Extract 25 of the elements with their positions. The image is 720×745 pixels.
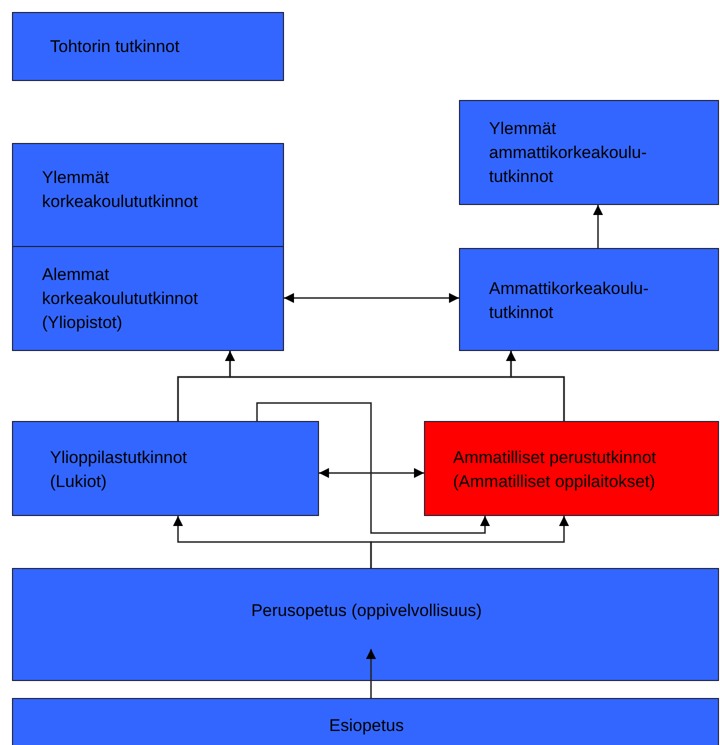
- education-level-box: [12, 568, 719, 681]
- arrow: [319, 468, 424, 478]
- level-label: Ylemmät ammattikorkeakoulu- tutkinnot: [489, 118, 648, 188]
- education-level-box: [459, 248, 719, 351]
- level-label: Ammatilliset perustutkinnot (Ammatilliset oppilaitokset): [453, 447, 658, 493]
- arrow: [593, 205, 603, 248]
- education-level-box: [12, 246, 284, 351]
- arrow: [370, 516, 569, 568]
- education-level-box: [459, 100, 719, 205]
- level-label: Ammattikorkeakoulu- tutkinnot: [489, 278, 650, 324]
- level-label: Tohtorin tutkinnot: [50, 36, 180, 58]
- arrow: [284, 293, 459, 303]
- level-label: Ylioppilastutkinnot (Lukiot): [50, 447, 188, 493]
- level-label: Perusopetus (oppivelvollisuus): [250, 600, 483, 622]
- education-level-box: [12, 143, 284, 247]
- arrow: [256, 402, 490, 534]
- level-label: Esiopetus: [328, 715, 405, 737]
- arrow: [366, 649, 376, 698]
- education-level-box: [12, 421, 319, 516]
- level-label: Ylemmät korkeakoulututkinnot: [42, 167, 199, 213]
- arrow: [506, 351, 565, 421]
- education-level-box: [12, 12, 284, 81]
- level-label: Alemmat korkeakoulututkinnot (Yliopistot): [42, 264, 199, 334]
- education-level-box: [12, 698, 719, 745]
- education-level-box: [424, 421, 719, 516]
